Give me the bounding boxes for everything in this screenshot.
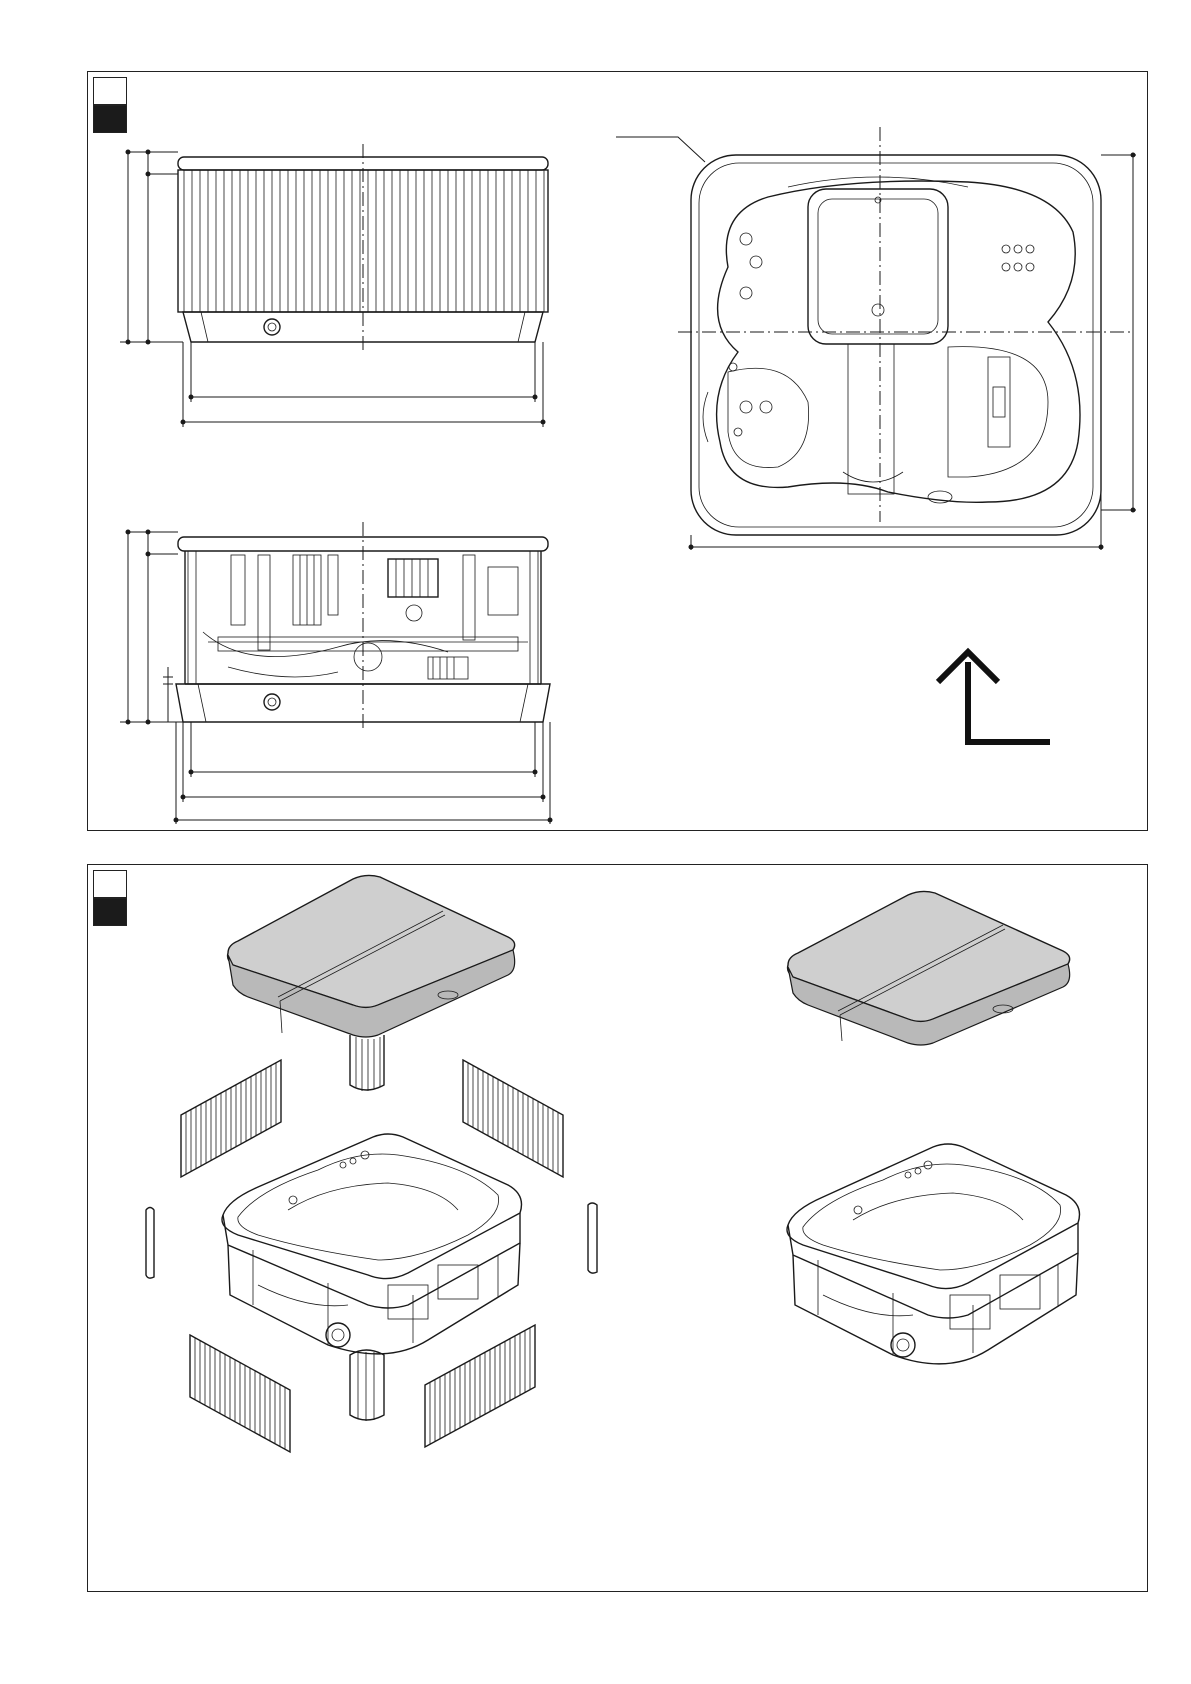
cladding-panel-left-top [181, 1060, 281, 1177]
side-elevation-clad [120, 144, 548, 427]
spa-shell-exploded [222, 1134, 522, 1354]
spa-shell-assembled [787, 1144, 1080, 1364]
corner-panel-bottom [350, 1350, 384, 1421]
corner-panel-right [588, 1203, 597, 1273]
exploded-assembly [146, 875, 597, 1452]
top-panel [87, 71, 1148, 831]
cladding-panel-left-bottom [190, 1335, 290, 1452]
assembled-view [787, 891, 1080, 1363]
return-arrow-icon [938, 652, 1050, 742]
side-elevation-frame [120, 522, 553, 824]
cladding-panel-right-bottom [425, 1325, 535, 1447]
spa-cover-assembled [788, 891, 1070, 1045]
cladding-panel-right-top [463, 1060, 563, 1177]
spa-cover [228, 875, 515, 1037]
corner-panel-top [350, 1035, 384, 1091]
bottom-technical-drawing [88, 865, 1149, 1593]
bottom-panel [87, 864, 1148, 1592]
corner-panel-left [146, 1208, 154, 1279]
top-technical-drawing [88, 72, 1149, 832]
plan-view [616, 127, 1136, 550]
